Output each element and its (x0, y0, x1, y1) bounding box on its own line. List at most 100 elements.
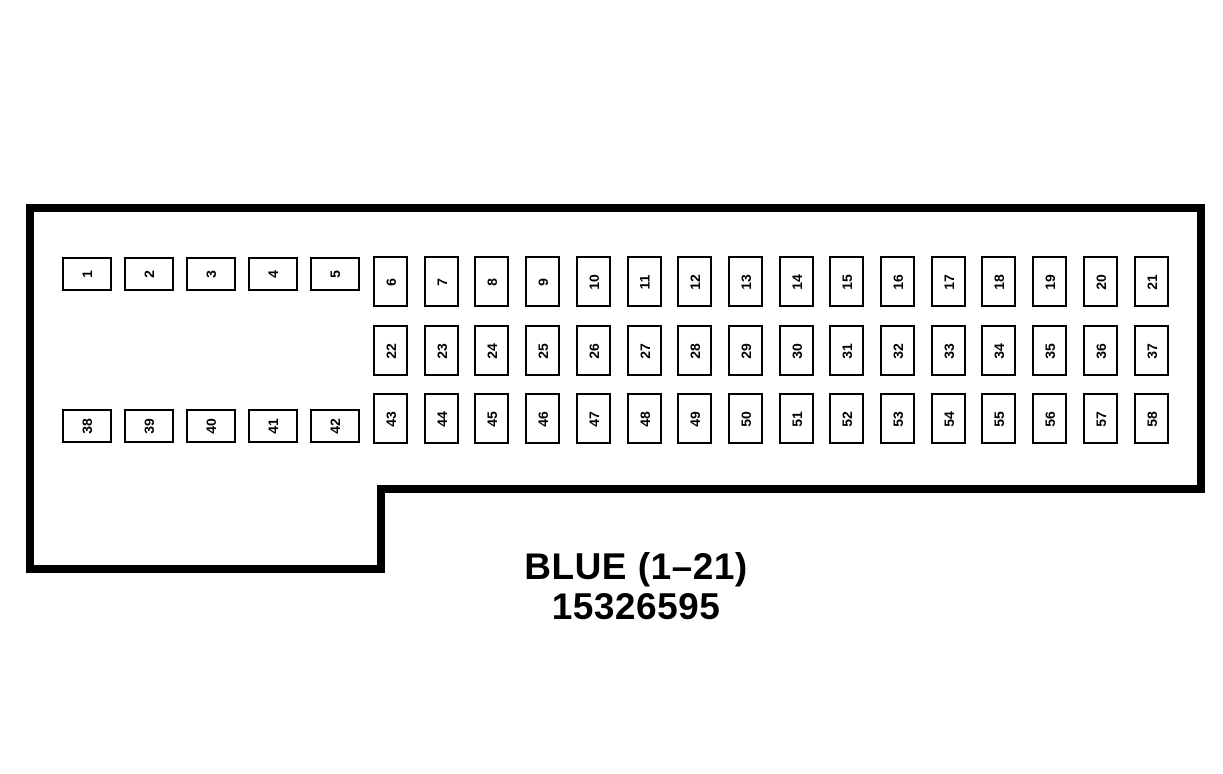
pin-number: 24 (483, 342, 500, 359)
pin-52: 52 (829, 393, 864, 444)
pin-1: 1 (62, 257, 112, 291)
pin-2: 2 (124, 257, 174, 291)
pin-number: 12 (686, 273, 703, 290)
pin-number: 23 (433, 342, 450, 359)
pin-number: 38 (78, 418, 95, 434)
pin-5: 5 (310, 257, 360, 291)
pin-number: 58 (1143, 410, 1160, 427)
pin-number: 52 (838, 410, 855, 427)
pin-number: 48 (636, 410, 653, 427)
connector-part-number: 15326595 (551, 586, 721, 627)
pin-number: 54 (940, 410, 957, 427)
pin-number: 37 (1143, 342, 1160, 359)
pin-58: 58 (1134, 393, 1169, 444)
pin-54: 54 (931, 393, 966, 444)
pin-45: 45 (474, 393, 509, 444)
pin-18: 18 (981, 256, 1016, 307)
pin-number: 51 (788, 410, 805, 427)
pin-number: 49 (686, 410, 703, 427)
pin-number: 32 (889, 342, 906, 359)
pin-number: 44 (433, 410, 450, 427)
pin-48: 48 (627, 393, 662, 444)
pin-number: 42 (326, 418, 343, 434)
pin-33: 33 (931, 325, 966, 376)
pin-9: 9 (525, 256, 560, 307)
pin-number: 14 (788, 273, 805, 290)
pin-25: 25 (525, 325, 560, 376)
pin-number: 7 (433, 277, 450, 286)
pin-number: 29 (737, 342, 754, 359)
pin-number: 33 (940, 342, 957, 359)
pin-36: 36 (1083, 325, 1118, 376)
pin-26: 26 (576, 325, 611, 376)
pin-16: 16 (880, 256, 915, 307)
pin-41: 41 (248, 409, 298, 443)
pin-number: 10 (585, 273, 602, 290)
pin-15: 15 (829, 256, 864, 307)
pin-number: 9 (534, 277, 551, 286)
pin-number: 8 (483, 277, 500, 286)
pin-6: 6 (373, 256, 408, 307)
caption: BLUE (1–21) 15326595 (381, 547, 891, 627)
pin-17: 17 (931, 256, 966, 307)
pin-number: 20 (1092, 273, 1109, 290)
pin-number: 27 (636, 342, 653, 359)
pin-number: 34 (990, 342, 1007, 359)
pin-4: 4 (248, 257, 298, 291)
connector-color-label: BLUE (1–21) (524, 546, 748, 587)
pin-34: 34 (981, 325, 1016, 376)
pin-47: 47 (576, 393, 611, 444)
pin-10: 10 (576, 256, 611, 307)
pin-number: 4 (264, 270, 281, 278)
pin-31: 31 (829, 325, 864, 376)
pin-number: 6 (382, 277, 399, 286)
pin-number: 56 (1041, 410, 1058, 427)
pin-number: 40 (202, 418, 219, 434)
pin-46: 46 (525, 393, 560, 444)
pin-number: 41 (264, 418, 281, 434)
pin-32: 32 (880, 325, 915, 376)
pin-number: 45 (483, 410, 500, 427)
pin-12: 12 (677, 256, 712, 307)
pin-23: 23 (424, 325, 459, 376)
pin-28: 28 (677, 325, 712, 376)
pin-number: 39 (140, 418, 157, 434)
pin-40: 40 (186, 409, 236, 443)
pin-number: 22 (382, 342, 399, 359)
pin-number: 2 (140, 270, 157, 278)
pin-number: 26 (585, 342, 602, 359)
pin-44: 44 (424, 393, 459, 444)
pin-22: 22 (373, 325, 408, 376)
pin-number: 31 (838, 342, 855, 359)
pin-20: 20 (1083, 256, 1118, 307)
pin-number: 13 (737, 273, 754, 290)
pin-42: 42 (310, 409, 360, 443)
pin-number: 5 (326, 270, 343, 278)
pin-number: 43 (382, 410, 399, 427)
pin-number: 25 (534, 342, 551, 359)
pin-13: 13 (728, 256, 763, 307)
pin-number: 57 (1092, 410, 1109, 427)
pin-number: 53 (889, 410, 906, 427)
pin-number: 19 (1041, 273, 1058, 290)
pin-11: 11 (627, 256, 662, 307)
pin-number: 17 (940, 273, 957, 290)
pin-19: 19 (1032, 256, 1067, 307)
pin-49: 49 (677, 393, 712, 444)
pin-number: 30 (788, 342, 805, 359)
pin-56: 56 (1032, 393, 1067, 444)
pin-51: 51 (779, 393, 814, 444)
pin-number: 3 (202, 270, 219, 278)
pin-number: 16 (889, 273, 906, 290)
pin-30: 30 (779, 325, 814, 376)
pin-number: 1 (78, 270, 95, 278)
pin-3: 3 (186, 257, 236, 291)
pin-24: 24 (474, 325, 509, 376)
pin-7: 7 (424, 256, 459, 307)
pin-21: 21 (1134, 256, 1169, 307)
pin-number: 28 (686, 342, 703, 359)
pin-14: 14 (779, 256, 814, 307)
pin-50: 50 (728, 393, 763, 444)
pin-number: 36 (1092, 342, 1109, 359)
